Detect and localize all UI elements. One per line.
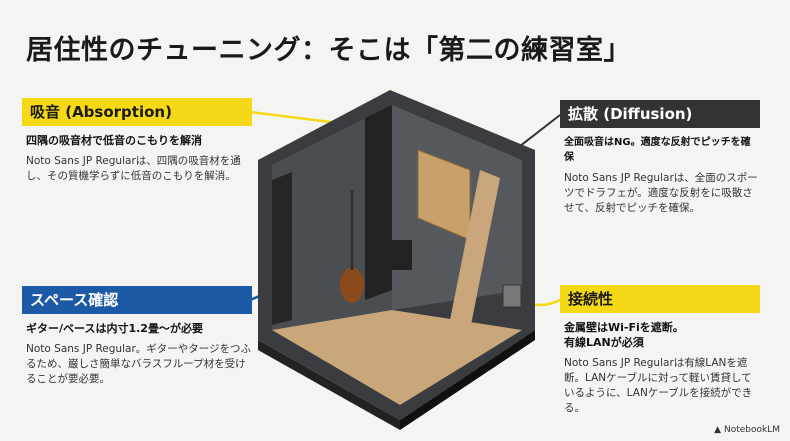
corner-absorber xyxy=(365,105,392,300)
lan-port xyxy=(502,284,522,308)
diffusion-subtitle: 全面吸音はNG。適度な反射でピッチを確保 xyxy=(564,137,751,163)
space-subtitle: ギター/ベースは内寸1.2畳～が必要 xyxy=(26,322,203,335)
connectivity-subtitle: 金属壁はWi-Fiを遮断。 有線LANが必須 xyxy=(564,321,684,349)
floor xyxy=(272,310,522,405)
amp xyxy=(372,240,412,270)
connectivity-body: Noto Sans JP Regularは有線LANを遮断。LANケーブルに対っ… xyxy=(564,357,753,414)
page-title: 居住性のチューニング：そこは「第二の練習室」 xyxy=(26,35,631,66)
connectivity-panel: 接続性 金属壁はWi-Fiを遮断。 有線LANが必須 Noto Sans JP … xyxy=(560,285,760,416)
diffusion-header: 拡散 (Diffusion) xyxy=(560,100,760,128)
diffusion-body: Noto Sans JP Regularは、全面のスポーツでドラフェが。適度な反… xyxy=(564,172,758,214)
connectivity-header: 接続性 xyxy=(560,285,760,313)
absorption-panel: 吸音 (Absorption) 四隅の吸音材で低音のこもりを解消 Noto Sa… xyxy=(22,98,252,184)
space-header: スペース確認 xyxy=(22,286,252,314)
absorber-left xyxy=(272,172,292,325)
diffusion-panel: 拡散 (Diffusion) 全面吸音はNG。適度な反射でピッチを確保 Noto… xyxy=(560,100,760,216)
absorption-header: 吸音 (Absorption) xyxy=(22,98,252,126)
space-body: Noto Sans JP Regular。ギターやタージをつふるため、巌しさ簡単… xyxy=(26,343,252,385)
notebooklm-logo: ▲ NotebookLM xyxy=(714,425,780,435)
space-panel: スペース確認 ギター/ベースは内寸1.2畳～が必要 Noto Sans JP R… xyxy=(22,286,252,387)
absorption-subtitle: 四隅の吸音材で低音のこもりを解消 xyxy=(26,134,202,147)
absorption-body: Noto Sans JP Regularは、四隅の吸音材を通し、その質機学らずに… xyxy=(26,155,241,182)
logo-text: NotebookLM xyxy=(723,425,780,435)
guitar xyxy=(340,267,364,303)
